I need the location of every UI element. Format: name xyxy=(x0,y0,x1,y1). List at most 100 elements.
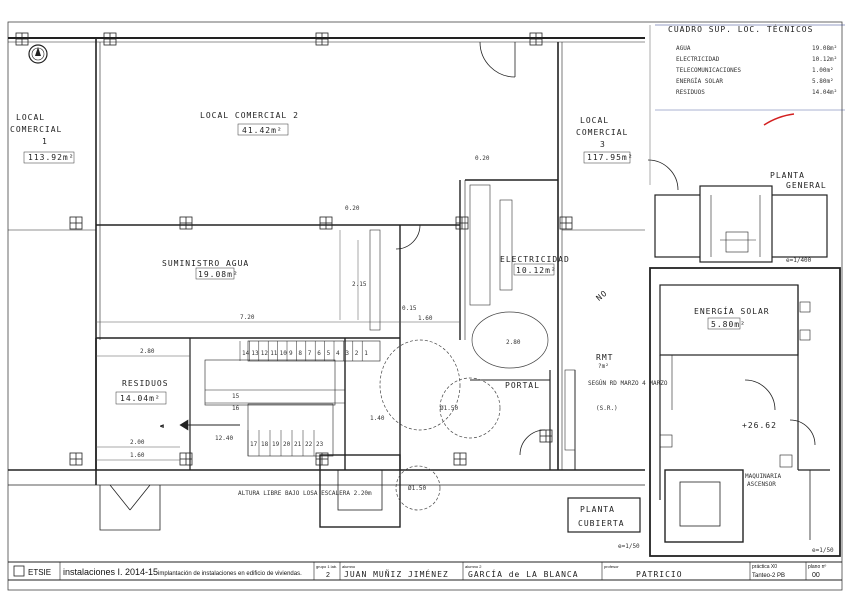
tb-plano-value: 00 xyxy=(812,572,820,579)
tb-practica-value: Tanteo-2 PB xyxy=(752,573,785,579)
stair-number: 21 xyxy=(294,441,302,448)
stair-number: 7 xyxy=(308,350,312,357)
dim-phi-150b: Ø1.50 xyxy=(408,485,426,492)
agua-title: SUMINISTRO AGUA xyxy=(162,259,249,268)
electricidad-area: 10.12m² xyxy=(516,266,557,275)
cuadro-row-0-name: AGUA xyxy=(676,45,691,52)
residuos-area: 14.04m² xyxy=(120,394,161,403)
tb-plano-label: plano nº xyxy=(808,564,826,570)
stair-number: 5 xyxy=(327,350,331,357)
rmt-note-1: SEGÚN RD MARZO 4 MARZO xyxy=(588,380,668,387)
stair-number: 11 xyxy=(270,350,278,357)
local1-title-line3: 1 xyxy=(42,137,48,146)
planta-cubierta-detail xyxy=(649,267,841,557)
tb-alumno: JUAN MUÑIZ JIMÉNEZ xyxy=(344,568,449,579)
red-check-mark xyxy=(763,113,795,126)
turning-circles xyxy=(379,311,549,511)
stair-number: 8 xyxy=(298,350,302,357)
stair-number: 22 xyxy=(305,441,313,448)
dim-0-20b: 0.20 xyxy=(475,155,490,162)
stair-number: 23 xyxy=(316,441,324,448)
planta-general-title-1: PLANTA xyxy=(770,171,805,180)
planta-cubierta-line2: CUBIERTA xyxy=(578,519,625,528)
planta-general-title-2: GENERAL xyxy=(786,181,827,190)
cuadro-row-0-value: 19.08m² xyxy=(812,45,837,52)
cuadro-title: CUADRO SUP. LOC. TÉCNICOS xyxy=(668,23,813,34)
cuadro-row-1-value: 10.12m² xyxy=(812,56,837,63)
stair-number: 12 xyxy=(261,350,269,357)
local1-area: 113.92m² xyxy=(28,153,75,162)
dim-2-80: 2.80 xyxy=(140,348,155,355)
stair-number: 3 xyxy=(345,350,349,357)
planta-general: PLANTA GENERAL e=1/400 xyxy=(654,171,828,264)
residuos-title: RESIDUOS xyxy=(122,379,169,388)
doors xyxy=(99,41,679,531)
level-mark: +26.62 xyxy=(742,421,777,430)
north-arrow-icon xyxy=(28,44,48,64)
cuadro-row-3-value: 5.80m² xyxy=(812,78,834,85)
cuadro-superficies: CUADRO SUP. LOC. TÉCNICOS AGUA 19.08m² E… xyxy=(649,23,845,185)
dim-1-40: 1.40 xyxy=(370,415,385,422)
dimension-lines xyxy=(96,230,460,461)
stair-number: 4 xyxy=(336,350,340,357)
main-scale: e=1/50 xyxy=(618,543,640,550)
stair-number: 6 xyxy=(317,350,321,357)
tb-alumno2-label: alumno 2 xyxy=(465,564,482,569)
dim-0-15: 0.15 xyxy=(402,305,417,312)
electricidad-title: ELECTRICIDAD xyxy=(500,255,570,264)
tb-school: ETSIE xyxy=(28,568,51,577)
energia-solar-area: 5.80m² xyxy=(711,320,746,329)
sheet-frame xyxy=(7,21,843,591)
tb-grupo-label: grupo 1 lab. xyxy=(316,564,337,569)
planta-cubierta-line1: PLANTA xyxy=(580,505,615,514)
stair-number: 1 xyxy=(364,350,368,357)
maquinaria-label: MAQUINARIA xyxy=(745,473,782,480)
dim-0-20: 0.20 xyxy=(345,205,360,212)
local3-title-line1: LOCAL xyxy=(580,116,609,125)
tb-grupo-value: 2 xyxy=(326,572,330,579)
staircase: ⊲ xyxy=(160,340,381,457)
local1-title-line2: COMERCIAL xyxy=(10,125,62,134)
stair-number: 14 xyxy=(242,350,250,357)
cuadro-row-3-name: ENERGÍA SOLAR xyxy=(676,77,723,85)
stair-number: 9 xyxy=(289,350,293,357)
local1-title-line1: LOCAL xyxy=(16,113,45,122)
plan-walls xyxy=(8,37,645,528)
planta-cubierta-box xyxy=(567,497,641,533)
structural-columns xyxy=(15,32,573,466)
cuadro-row-2-value: 1.00m² xyxy=(812,67,834,74)
local2-area: 41.42m² xyxy=(242,126,283,135)
altura-libre-note: ALTURA LIBRE BAJO LOSA ESCALERA 2.20m xyxy=(238,490,372,497)
title-block xyxy=(8,561,842,581)
service-shafts xyxy=(369,184,576,451)
tb-practica-label: práctica X0 xyxy=(752,564,777,570)
stair-number: 19 xyxy=(272,441,280,448)
stair-number: 10 xyxy=(280,350,288,357)
dim-1-60b: 1.60 xyxy=(418,315,433,322)
stair-number-15: 15 xyxy=(232,393,240,400)
stair-number: 18 xyxy=(261,441,269,448)
rmt-title: RMT xyxy=(596,353,613,362)
ascensor-label: ASCENSOR xyxy=(747,481,776,488)
stair-number: 2 xyxy=(355,350,359,357)
local2-title: LOCAL COMERCIAL 2 xyxy=(200,111,299,120)
stair-number: 17 xyxy=(250,441,258,448)
dim-2-00: 2.00 xyxy=(130,439,145,446)
planta-general-scale: e=1/400 xyxy=(786,257,812,264)
cuadro-row-1-name: ELECTRICIDAD xyxy=(676,56,720,63)
stair-number: 20 xyxy=(283,441,291,448)
tb-alumno-label: alumno xyxy=(342,564,356,569)
dim-1-60: 1.60 xyxy=(130,452,145,459)
stair-number-16: 16 xyxy=(232,405,240,412)
dim-12-40: 12.40 xyxy=(215,435,233,442)
dim-2-15: 2.15 xyxy=(352,281,367,288)
cuadro-row-4-value: 14.04m² xyxy=(812,89,837,96)
agua-area: 19.08m² xyxy=(198,270,239,279)
cuadro-row-4-name: RESIDUOS xyxy=(676,89,705,96)
stair-arrow-label: ⊲ xyxy=(160,423,164,430)
local3-title-line2: COMERCIAL xyxy=(576,128,628,137)
rmt-area: ?m² xyxy=(598,363,609,370)
cubierta-scale: e=1/50 xyxy=(812,547,834,554)
